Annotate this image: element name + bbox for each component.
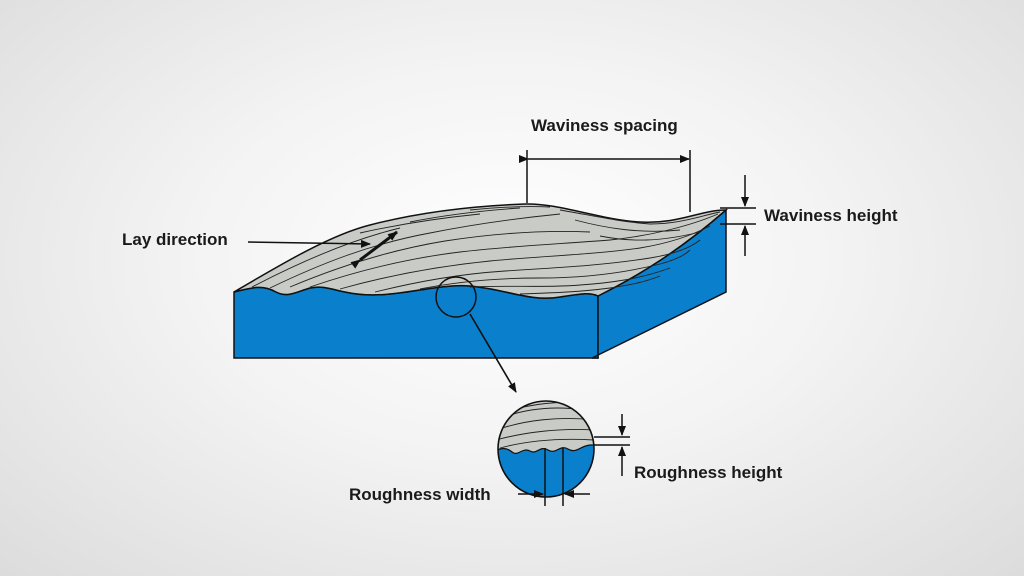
magnifier-origin-circle (435, 276, 477, 318)
magnified-detail (497, 400, 595, 498)
roughness-width-label: Roughness width (349, 485, 491, 504)
surface-block (233, 203, 729, 359)
roughness-width-dimension (518, 448, 590, 506)
roughness-height-label: Roughness height (634, 463, 783, 482)
magnifier-pointer-arrow (469, 313, 517, 393)
lay-direction-indicator (247, 230, 398, 269)
waviness-spacing-label: Waviness spacing (531, 116, 678, 135)
roughness-height-dimension (594, 414, 630, 476)
waviness-spacing-dimension (519, 150, 691, 212)
waviness-height-dimension (720, 175, 756, 256)
lay-direction-label: Lay direction (122, 230, 228, 249)
waviness-height-label: Waviness height (764, 206, 898, 225)
